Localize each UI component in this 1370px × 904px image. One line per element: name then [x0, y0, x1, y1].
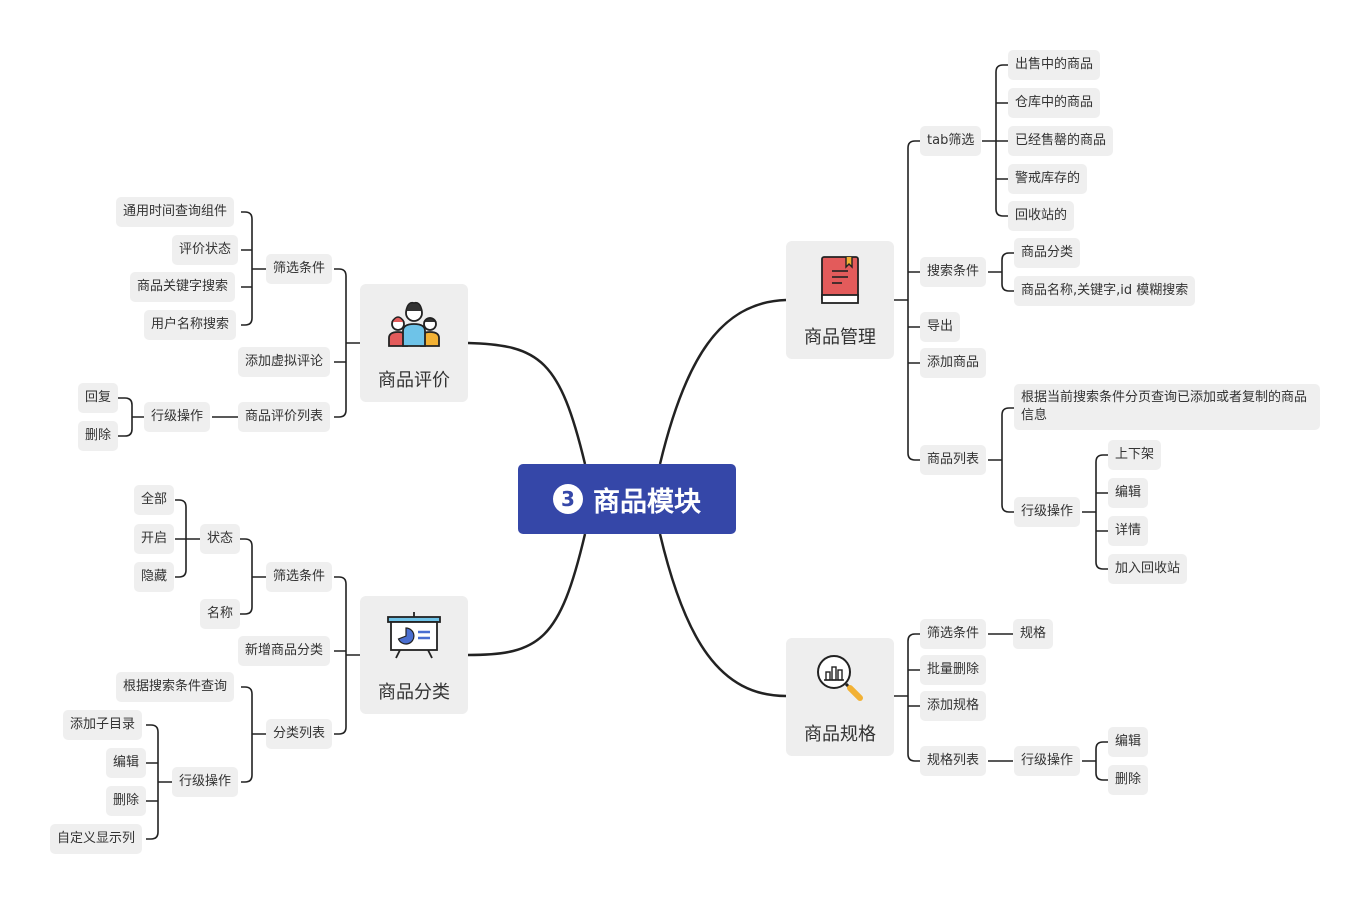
row-operations-node[interactable]: 行级操作	[144, 402, 211, 432]
row-operations-node[interactable]: 行级操作	[1014, 497, 1081, 527]
tab-item-sold-out[interactable]: 已经售罄的商品	[1008, 126, 1114, 156]
add-goods-node[interactable]: 添加商品	[920, 348, 987, 378]
category-list-node[interactable]: 分类列表	[266, 719, 333, 749]
filter-item-time-query[interactable]: 通用时间查询组件	[116, 197, 235, 227]
row-op-edit[interactable]: 编辑	[1108, 478, 1149, 508]
main-topic-goods-category[interactable]: 商品分类	[360, 596, 468, 714]
row-operations-node[interactable]: 行级操作	[172, 767, 239, 797]
row-op-add-subdirectory[interactable]: 添加子目录	[63, 710, 143, 740]
row-op-shelve[interactable]: 上下架	[1108, 440, 1162, 470]
book-icon	[821, 256, 859, 304]
main-topic-goods-review[interactable]: 商品评价	[360, 284, 468, 402]
goods-list-node[interactable]: 商品列表	[920, 445, 987, 475]
magnifier-chart-icon	[817, 655, 863, 701]
review-list-node[interactable]: 商品评价列表	[238, 402, 331, 432]
add-virtual-review-node[interactable]: 添加虚拟评论	[238, 347, 331, 377]
central-topic[interactable]: 3 商品模块	[518, 464, 736, 534]
main-topic-label: 商品分类	[378, 682, 450, 703]
search-item-fuzzy[interactable]: 商品名称,关键字,id 模糊搜索	[1014, 276, 1196, 306]
spec-list-node[interactable]: 规格列表	[920, 746, 987, 776]
filter-item-review-status[interactable]: 评价状态	[172, 235, 239, 265]
tab-filter-node[interactable]: tab筛选	[920, 126, 982, 156]
search-item-category[interactable]: 商品分类	[1014, 238, 1081, 268]
export-node[interactable]: 导出	[920, 312, 961, 342]
filter-conditions-node[interactable]: 筛选条件	[266, 254, 333, 284]
tab-item-low-stock[interactable]: 警戒库存的	[1008, 164, 1088, 194]
main-topic-label: 商品管理	[804, 327, 876, 348]
status-node[interactable]: 状态	[200, 524, 241, 554]
main-topic-label: 商品评价	[378, 370, 450, 391]
row-op-edit[interactable]: 编辑	[1108, 727, 1149, 757]
batch-delete-node[interactable]: 批量删除	[920, 655, 987, 685]
row-op-move-to-recycle[interactable]: 加入回收站	[1108, 554, 1188, 584]
status-item-hidden[interactable]: 隐藏	[134, 562, 175, 592]
search-conditions-node[interactable]: 搜索条件	[920, 257, 987, 287]
list-query-description[interactable]: 根据当前搜索条件分页查询已添加或者复制的商品信息	[1014, 384, 1320, 430]
row-op-details[interactable]: 详情	[1108, 516, 1149, 546]
filter-item-keyword-search[interactable]: 商品关键字搜索	[130, 272, 236, 302]
presentation-board-icon	[387, 612, 441, 659]
row-op-delete[interactable]: 删除	[78, 421, 119, 451]
add-category-node[interactable]: 新增商品分类	[238, 636, 331, 666]
status-item-all[interactable]: 全部	[134, 485, 175, 515]
row-op-delete[interactable]: 删除	[106, 786, 147, 816]
row-op-custom-columns[interactable]: 自定义显示列	[50, 824, 143, 854]
number-badge: 3	[553, 484, 583, 514]
people-icon	[388, 301, 440, 347]
tab-item-on-sale[interactable]: 出售中的商品	[1008, 50, 1101, 80]
row-op-reply[interactable]: 回复	[78, 383, 119, 413]
filter-item-spec[interactable]: 规格	[1013, 619, 1054, 649]
row-op-delete[interactable]: 删除	[1108, 765, 1149, 795]
main-topic-label: 商品规格	[804, 724, 876, 745]
filter-item-user-search[interactable]: 用户名称搜索	[144, 310, 237, 340]
filter-conditions-node[interactable]: 筛选条件	[266, 562, 333, 592]
filter-conditions-node[interactable]: 筛选条件	[920, 619, 987, 649]
tab-item-in-warehouse[interactable]: 仓库中的商品	[1008, 88, 1101, 118]
tab-item-recycle-bin[interactable]: 回收站的	[1008, 201, 1075, 231]
main-topic-goods-spec[interactable]: 商品规格	[786, 638, 894, 756]
name-node[interactable]: 名称	[200, 599, 241, 629]
main-topic-goods-manage[interactable]: 商品管理	[786, 241, 894, 359]
row-operations-node[interactable]: 行级操作	[1014, 746, 1081, 776]
status-item-enabled[interactable]: 开启	[134, 524, 175, 554]
row-op-edit[interactable]: 编辑	[106, 748, 147, 778]
query-by-conditions-node[interactable]: 根据搜索条件查询	[116, 672, 235, 702]
central-topic-title: 商品模块	[593, 486, 701, 518]
add-spec-node[interactable]: 添加规格	[920, 691, 987, 721]
